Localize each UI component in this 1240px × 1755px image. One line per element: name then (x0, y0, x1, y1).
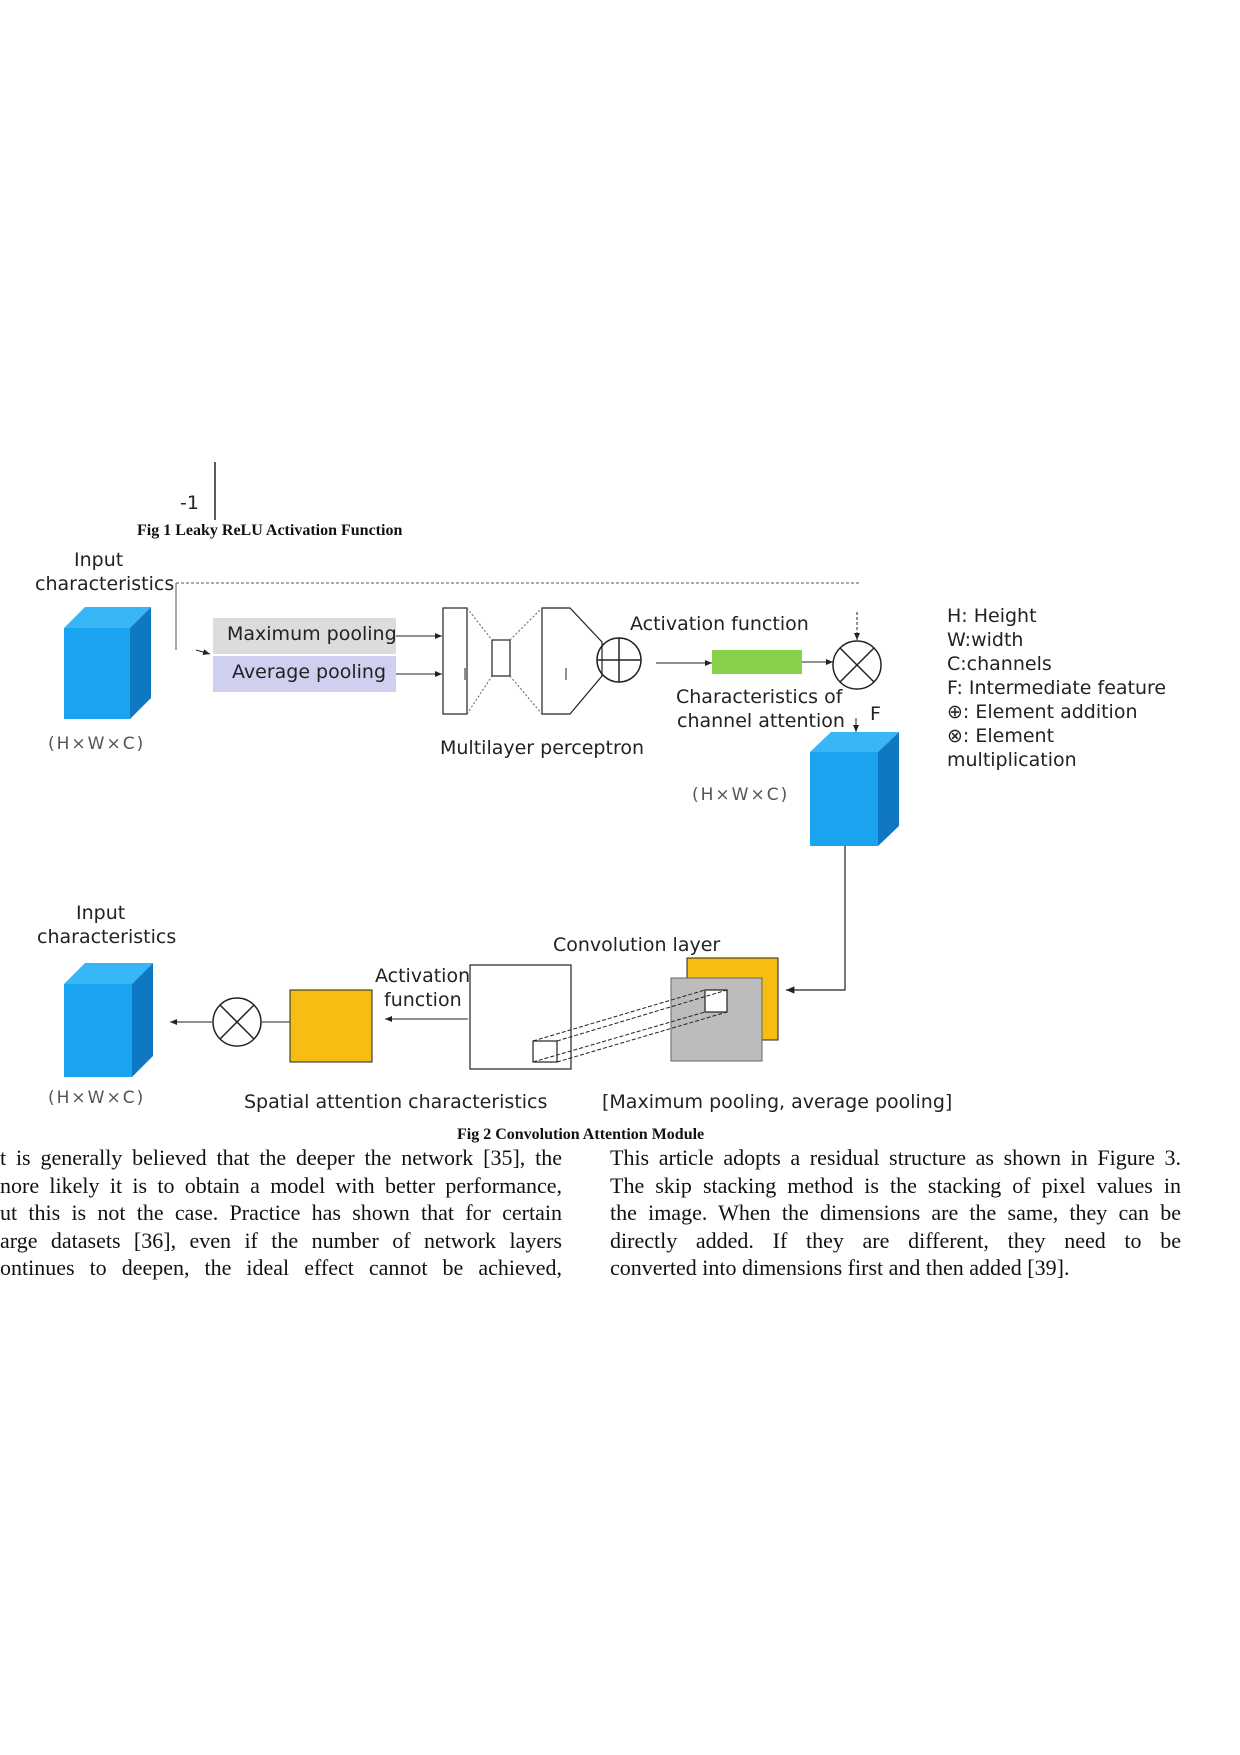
fig1-axis-tick: -1 (180, 492, 199, 514)
spatial-attention-square (289, 989, 373, 1063)
bottom-input-label-line1: Input (76, 902, 126, 924)
right-line-4: directly added. If they are different, t… (610, 1227, 1181, 1253)
element-addition-symbol (596, 637, 642, 683)
fig2-caption: Fig 2 Convolution Attention Module (457, 1126, 705, 1143)
convolution-layer-label: Convolution layer (553, 934, 721, 956)
legend-multiplication-line1: ⊗: Element (947, 725, 1055, 747)
mlp-label: Multilayer perceptron (440, 737, 644, 759)
avg-pool-box (213, 656, 396, 692)
conv-projection-lines (532, 989, 728, 1063)
bottom-activation-label-line1: Activation (375, 965, 471, 987)
channel-attention-bar (712, 650, 802, 674)
top-input-label-line2: characteristics (35, 573, 175, 595)
bottom-input-label-line2: characteristics (37, 926, 177, 948)
bottom-input-dims: (H×W×C) (48, 1088, 146, 1108)
right-line-2: The skip stacking method is the stacking… (610, 1172, 1181, 1198)
bracket-arrow (195, 649, 211, 655)
element-multiplication-symbol-bottom (212, 997, 262, 1047)
legend-width: W:width (947, 629, 1024, 651)
input-cube-top (64, 607, 151, 719)
pooling-bracket-label: [Maximum pooling, average pooling] (602, 1091, 953, 1113)
top-input-dims: (H×W×C) (48, 734, 146, 754)
channel-attention-label-line1: Characteristics of (676, 686, 843, 708)
conv-kernel-window (704, 989, 728, 1013)
top-input-label-line1: Input (74, 549, 124, 571)
channel-attention-label-line2: channel attention (677, 710, 845, 732)
legend-multiplication-line2: multiplication (947, 749, 1077, 771)
left-line-5: ontinues to deepen, the ideal effect can… (0, 1255, 562, 1280)
conv-output-box (469, 964, 572, 1070)
bottom-activation-label-line2: function (384, 989, 462, 1011)
max-pool-box (213, 618, 396, 654)
feature-to-conv-connector (786, 846, 846, 994)
legend-addition: ⊕: Element addition (947, 701, 1138, 723)
element-multiplication-symbol-top (832, 640, 882, 690)
right-line-3: the image. When the dimensions are the s… (610, 1200, 1181, 1225)
output-cube-bottom (64, 963, 153, 1077)
legend-height: H: Height (947, 605, 1037, 627)
legend-feature: F: Intermediate feature (947, 677, 1167, 699)
max-pool-label: Maximum pooling (227, 623, 397, 645)
mlp-diagram (442, 607, 603, 715)
feature-cube-f (810, 732, 899, 846)
right-column-text: This article adopts a residual structure… (610, 1144, 1181, 1282)
legend-channels: C:channels (947, 653, 1052, 675)
feature-dims: (H×W×C) (692, 785, 790, 805)
left-line-4: arge datasets [36], even if the number o… (0, 1227, 562, 1253)
left-line-1: t is generally believed that the deeper … (0, 1145, 562, 1170)
conv-output-cell (532, 1040, 558, 1063)
spatial-attention-label: Spatial attention characteristics (244, 1091, 548, 1113)
right-line-5: converted into dimensions first and then… (610, 1255, 1070, 1280)
left-column-text: t is generally believed that the deeper … (0, 1144, 562, 1282)
activation-function-label: Activation function (630, 613, 809, 635)
f-label: F (870, 703, 881, 725)
fig1-caption: Fig 1 Leaky ReLU Activation Function (137, 522, 403, 539)
avg-pool-label: Average pooling (232, 661, 387, 683)
left-line-2: nore likely it is to obtain a model with… (0, 1172, 562, 1198)
left-line-3: ut this is not the case. Practice has sh… (0, 1200, 562, 1225)
right-line-1: This article adopts a residual structure… (610, 1145, 1181, 1170)
